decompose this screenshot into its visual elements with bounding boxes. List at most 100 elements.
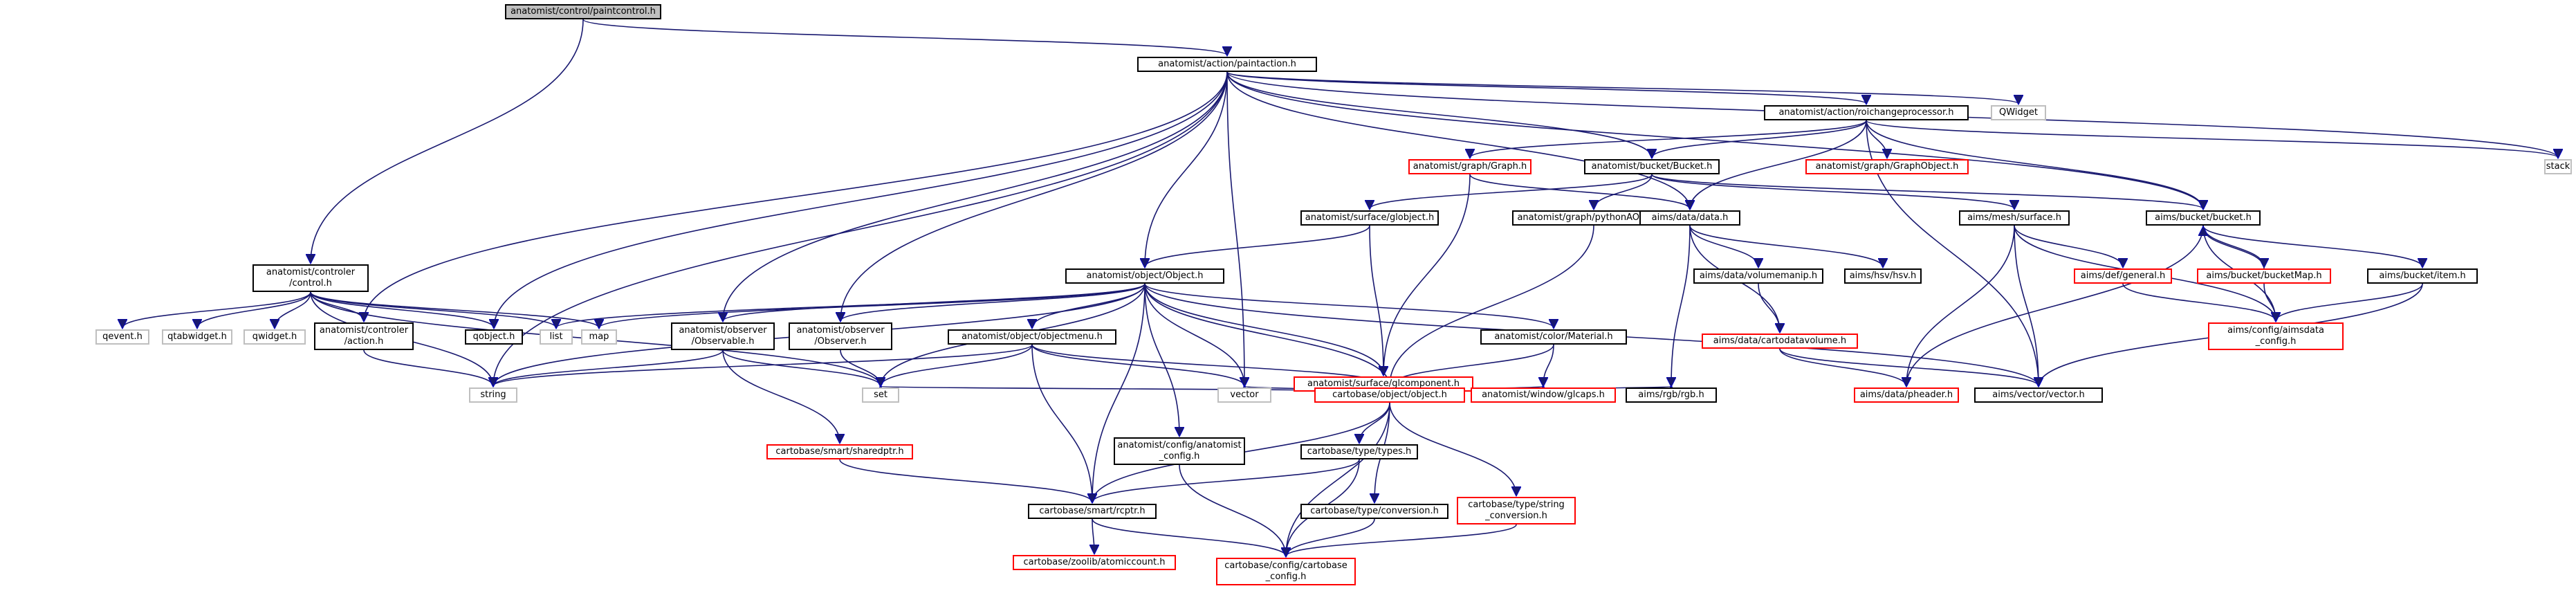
edge-object_Object-to-vector — [1144, 283, 1244, 386]
edge-paintaction-to-observer_Observer — [840, 71, 1228, 321]
graph-node-qtabwidget: qtabwidget.h — [162, 329, 232, 345]
node-label: aims/bucket/bucket.h — [2155, 212, 2252, 223]
graph-node-rcptr[interactable]: cartobase/smart/rcptr.h — [1028, 504, 1157, 519]
graph-node-object-object[interactable]: anatomist/object/Object.h — [1065, 268, 1224, 284]
edge-controler_control-to-qtabwidget — [197, 291, 311, 328]
node-label: /action.h — [344, 336, 384, 347]
graph-node-conversion[interactable]: cartobase/type/conversion.h — [1300, 504, 1448, 519]
node-label: anatomist/graph/Graph.h — [1413, 161, 1527, 172]
graph-node-aims-data[interactable]: aims/data/data.h — [1639, 210, 1740, 226]
edge-observer_Observable-to-set — [722, 349, 881, 386]
edge-bucket_item-to-aimsdata_config — [2276, 283, 2423, 321]
node-label: aims/data/pheader.h — [1859, 390, 1953, 400]
graph-node-paintaction[interactable]: anatomist/action/paintaction.h — [1137, 57, 1317, 72]
graph-node-bucket-bucket[interactable]: anatomist/bucket/Bucket.h — [1584, 159, 1720, 174]
graph-node-sharedptr[interactable]: cartobase/smart/sharedptr.h — [766, 444, 913, 459]
graph-node-aims-vector[interactable]: aims/vector/vector.h — [1974, 387, 2103, 403]
node-label: aims/hsv/hsv.h — [1849, 271, 1917, 281]
edge-observer_Observable-to-string — [493, 349, 724, 386]
node-label: anatomist/surface/glcomponent.h — [1307, 378, 1460, 389]
graph-node-glcaps[interactable]: anatomist/window/glcaps.h — [1471, 387, 1616, 403]
edge-def_general-to-aimsdata_config — [2122, 283, 2276, 321]
graph-node-controler-control[interactable]: anatomist/controler/control.h — [252, 264, 369, 292]
node-label: qtabwidget.h — [167, 331, 227, 342]
graph-node-hsv[interactable]: aims/hsv/hsv.h — [1844, 268, 1922, 284]
node-label: list — [549, 331, 563, 342]
node-label: anatomist/object/Object.h — [1086, 271, 1204, 281]
graph-node-aimsdata-config[interactable]: aims/config/aimsdata_config.h — [2208, 322, 2344, 350]
graph-node-globject[interactable]: anatomist/surface/globject.h — [1300, 210, 1439, 226]
graph-node-cartobase-config[interactable]: cartobase/config/cartobase_config.h — [1216, 558, 1356, 585]
edge-paintaction-to-roichange — [1226, 71, 1866, 104]
graph-node-controler-action[interactable]: anatomist/controler/action.h — [314, 322, 414, 350]
edge-paintaction-to-controler_action — [364, 71, 1228, 321]
node-label: anatomist/observer — [796, 325, 885, 336]
graph-node-color-material[interactable]: anatomist/color/Material.h — [1480, 329, 1627, 345]
node-label: anatomist/action/roichangeprocessor.h — [1778, 107, 1954, 118]
graph-node-aims-surface[interactable]: aims/mesh/surface.h — [1959, 210, 2070, 226]
node-label: cartobase/zoolib/atomiccount.h — [1023, 557, 1166, 567]
node-label: anatomist/graph/pythonAObject.h — [1517, 212, 1671, 223]
node-label: aims/data/volumemanip.h — [1699, 271, 1818, 281]
node-label: cartobase/type/types.h — [1307, 446, 1412, 457]
edge-sharedptr-to-rcptr — [839, 459, 1092, 502]
edge-paintaction-to-QWidget — [1226, 71, 2018, 104]
node-label: cartobase/smart/sharedptr.h — [775, 446, 904, 457]
graph-node-aims-bucket[interactable]: aims/bucket/bucket.h — [2146, 210, 2261, 226]
edge-bucket_Bucket-to-aims_surface — [1651, 174, 2014, 209]
graph-node-observer-observer[interactable]: anatomist/observer/Observer.h — [789, 322, 892, 350]
node-label: anatomist/controler — [266, 267, 356, 277]
graph-node-cartodatavolume[interactable]: aims/data/cartodatavolume.h — [1702, 334, 1858, 349]
edge-bucket_Bucket-to-globject — [1370, 174, 1653, 209]
node-label: anatomist/action/paintaction.h — [1158, 59, 1296, 69]
graph-node-pheader[interactable]: aims/data/pheader.h — [1854, 387, 1959, 403]
edge-aims_surface-to-aims_vector — [2014, 225, 2039, 386]
edge-paintaction-to-aims_data — [1226, 71, 1690, 209]
edge-aims_data-to-rgb — [1671, 225, 1691, 386]
node-label: anatomist/controler — [319, 325, 409, 336]
node-label: aims/bucket/bucketMap.h — [2206, 271, 2322, 281]
edge-pythonAObject-to-cartobase_object — [1390, 225, 1594, 386]
graph-node-volumemanip[interactable]: aims/data/volumemanip.h — [1693, 268, 1823, 284]
graph-node-string-conversion[interactable]: cartobase/type/string_conversion.h — [1457, 497, 1576, 524]
node-label: anatomist/window/glcaps.h — [1482, 390, 1605, 400]
graph-node-graphobject[interactable]: anatomist/graph/GraphObject.h — [1805, 159, 1969, 174]
edge-object_Object-to-map — [599, 283, 1146, 328]
graph-node-qevent: qevent.h — [95, 329, 149, 345]
graph-node-string: string — [469, 387, 517, 403]
graph-node-rgb[interactable]: aims/rgb/rgb.h — [1626, 387, 1717, 403]
graph-node-paintcontrol[interactable]: anatomist/control/paintcontrol.h — [505, 4, 661, 19]
graph-node-qwidget: QWidget — [1991, 105, 2046, 120]
graph-node-qobject[interactable]: qobject.h — [465, 329, 523, 345]
edge-volumemanip-to-cartodatavolume — [1758, 283, 1780, 332]
graph-node-graph-graph[interactable]: anatomist/graph/Graph.h — [1408, 159, 1531, 174]
graph-node-pythonaobject[interactable]: anatomist/graph/pythonAObject.h — [1512, 210, 1675, 226]
node-label: /control.h — [289, 278, 332, 289]
graph-node-atomiccount[interactable]: cartobase/zoolib/atomiccount.h — [1013, 555, 1176, 570]
graph-node-types[interactable]: cartobase/type/types.h — [1300, 444, 1418, 459]
graph-node-objectmenu[interactable]: anatomist/object/objectmenu.h — [948, 329, 1116, 345]
graph-node-cartobase-object[interactable]: cartobase/object/object.h — [1314, 387, 1465, 403]
graph-node-observer-observable[interactable]: anatomist/observer/Observable.h — [671, 322, 775, 350]
edge-controler_control-to-map — [310, 291, 599, 328]
node-label: /Observer.h — [814, 336, 867, 347]
graph-node-roichange[interactable]: anatomist/action/roichangeprocessor.h — [1764, 105, 1969, 120]
edge-globject-to-object_Object — [1145, 225, 1370, 267]
edge-paintcontrol-to-paintaction — [582, 19, 1227, 55]
node-label: anatomist/surface/globject.h — [1305, 212, 1435, 223]
edge-controler_control-to-qwidget_h — [275, 291, 311, 328]
graph-node-set: set — [862, 387, 899, 403]
edge-objectmenu-to-string — [493, 344, 1033, 386]
node-label: qobject.h — [472, 331, 515, 342]
graph-node-config-anatomist[interactable]: anatomist/config/anatomist_config.h — [1114, 437, 1245, 465]
graph-node-bucket-item[interactable]: aims/bucket/item.h — [2367, 268, 2478, 284]
graph-node-bucketmap[interactable]: aims/bucket/bucketMap.h — [2197, 268, 2331, 284]
node-label: aims/config/aimsdata — [2227, 325, 2324, 336]
edge-roichange-to-aims_bucket — [1866, 120, 2203, 209]
edge-object_Object-to-observer_Observer — [840, 283, 1146, 321]
edge-string_conversion-to-cartobase_config — [1286, 524, 1517, 556]
graph-node-def-general[interactable]: aims/def/general.h — [2074, 268, 2172, 284]
node-label: aims/data/data.h — [1651, 212, 1729, 223]
edge-object_Object-to-objectmenu — [1032, 283, 1146, 328]
node-label: cartobase/config/cartobase — [1224, 560, 1347, 571]
